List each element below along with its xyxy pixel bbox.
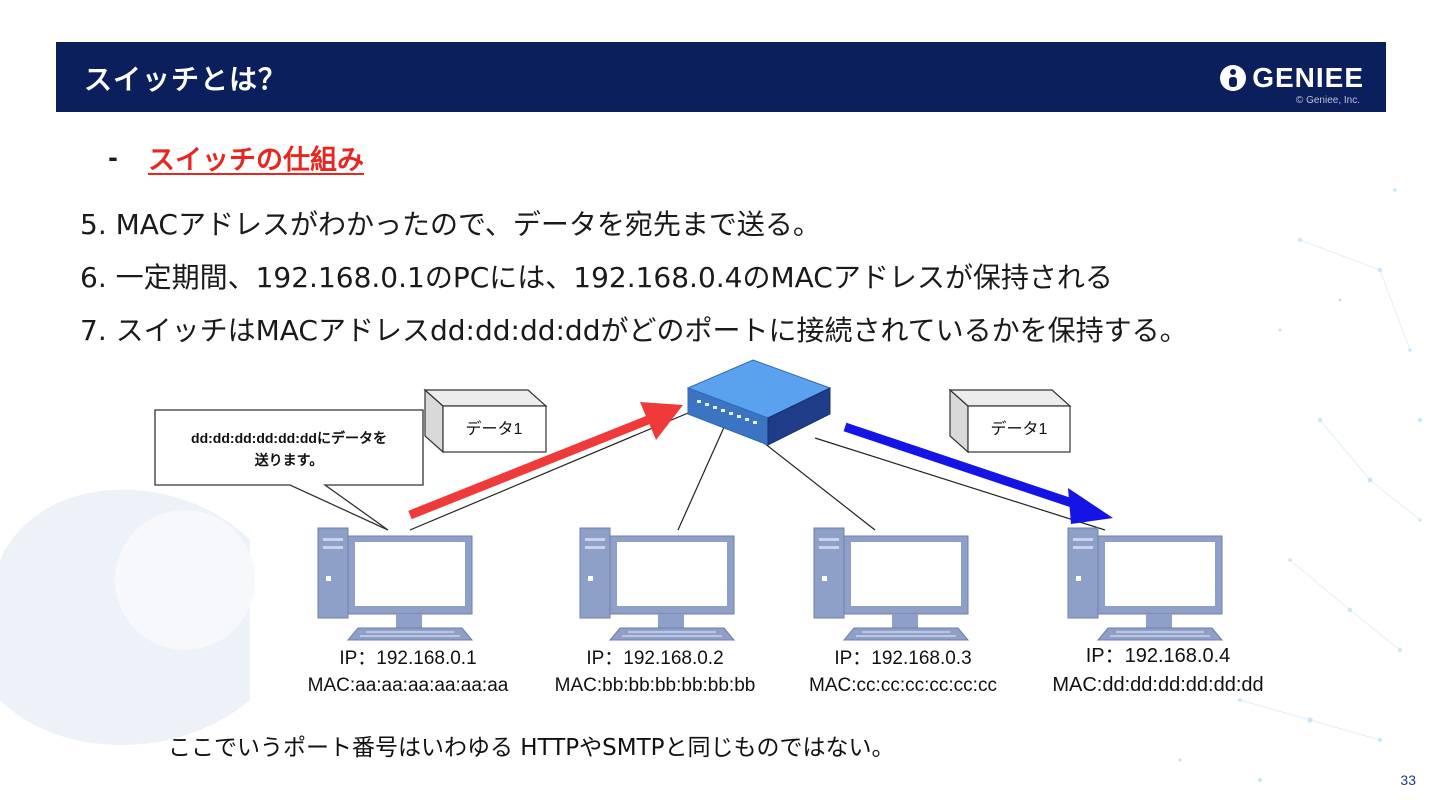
pc-4-mac: MAC:dd:dd:dd:dd:dd:dd <box>1052 674 1263 696</box>
pc-icon-2 <box>579 527 735 641</box>
pc-4-ip: IP：192.168.0.4 <box>1086 645 1231 667</box>
callout-bubble: dd:dd:dd:dd:dd:ddにデータを 送ります。 <box>154 409 424 531</box>
geniee-logo: GENIEE <box>1220 62 1364 94</box>
pc-icon-4 <box>1067 527 1223 641</box>
slide-title: スイッチとは？ <box>84 63 288 96</box>
step-list: 5. MACアドレスがわかったので、データを宛先まで送る。 6. 一定期間、19… <box>80 203 1188 362</box>
bullet-dash: - <box>108 143 118 172</box>
header-bar: スイッチとは？ GENIEE © Geniee, Inc. <box>56 42 1386 112</box>
logo-text: GENIEE <box>1252 62 1364 93</box>
callout-text-line2: 送ります。 <box>254 452 324 468</box>
forward-arrow <box>843 422 1113 524</box>
pc-3-mac: MAC:cc:cc:cc:cc:cc:cc <box>809 675 997 696</box>
pc-icon-3 <box>813 527 969 641</box>
pc-1-mac: MAC:aa:aa:aa:aa:aa:aa <box>308 675 509 696</box>
footnote: ここでいうポート番号はいわゆる HTTPやSMTPと同じものではない。 <box>168 735 895 761</box>
data-packet-right: データ1 <box>948 388 1072 454</box>
copyright: © Geniee, Inc. <box>1295 95 1360 106</box>
pc-1-ip: IP：192.168.0.1 <box>339 648 476 669</box>
step-item: 6. 一定期間、192.168.0.1のPCには、192.168.0.4のMAC… <box>80 261 1113 294</box>
callout-text-line1: dd:dd:dd:dd:dd:ddにデータを <box>191 430 387 446</box>
pc-3-ip: IP：192.168.0.3 <box>834 648 971 669</box>
geniee-logo-icon <box>1220 65 1247 91</box>
subheading-text: スイッチの仕組み <box>147 145 364 176</box>
packet-label-left: データ1 <box>466 419 523 438</box>
switch-icon <box>686 359 832 446</box>
subheading: - スイッチの仕組み <box>108 138 364 177</box>
pc-icon-1 <box>317 527 473 641</box>
step-item: 7. スイッチはMACアドレスdd:dd:dd:ddがどのポートに接続されている… <box>80 314 1188 347</box>
pc-2-ip: IP：192.168.0.2 <box>586 648 723 669</box>
pc-2-mac: MAC:bb:bb:bb:bb:bb:bb <box>555 675 756 696</box>
data-packet-left: データ1 <box>423 388 548 454</box>
packet-label-right: データ1 <box>991 419 1048 438</box>
page-number: 33 <box>1400 772 1416 788</box>
send-arrow <box>408 402 683 520</box>
step-item: 5. MACアドレスがわかったので、データを宛先まで送る。 <box>80 208 821 241</box>
